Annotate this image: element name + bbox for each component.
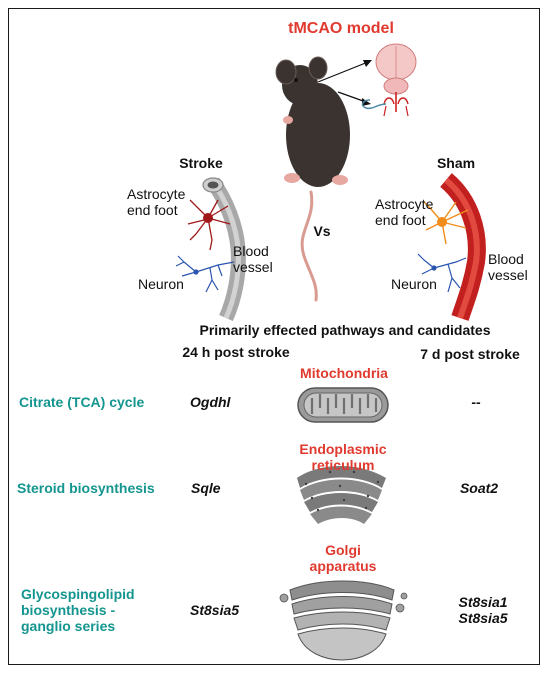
stroke-astrocyte-label-1: Astrocyte [127,186,186,202]
gene-7d-soat2: Soat2 [459,480,499,496]
stroke-title: Stroke [179,155,223,171]
organelle-mitochondria-label: Mitochondria [300,365,388,381]
sham-astrocyte-label-2: end foot [375,212,426,228]
organelle-er-label-1: Endoplasmic [299,441,387,457]
figure-frame [8,8,540,665]
sham-vessel-label-2: vessel [488,267,528,283]
model-title: tMCAO model [288,20,394,37]
sham-astrocyte [423,201,469,245]
sham-title: Sham [436,155,476,171]
gene-24h-sqle: Sqle [191,480,221,496]
stroke-astrocyte-label-2: end foot [127,202,178,218]
mouse-illustration [275,56,350,302]
sham-vessel [439,173,486,321]
organelle-er-label-2: reticulum [311,457,375,473]
pathway-name-glyco-1: Glycospingolipid [21,586,135,602]
er-illustration [297,466,386,524]
stroke-vessel-label-1: Blood [233,243,269,259]
pathway-name-steroid: Steroid biosynthesis [17,480,155,496]
sham-vessel-label-1: Blood [488,251,524,267]
column-header-24h: 24 h post stroke [182,344,290,360]
model-arrows [317,60,372,106]
column-header-7d: 7 d post stroke [420,346,520,362]
sham-neuron-label: Neuron [391,276,437,292]
stroke-vessel [202,177,246,322]
stroke-vessel-label-2: vessel [233,259,273,275]
pathway-name-glyco-2: biosynthesis - [21,602,116,618]
sham-astrocyte-label-1: Astrocyte [375,196,434,212]
stroke-neuron [175,255,235,293]
gene-24h-ogdhl: Ogdhl [190,394,231,410]
gene-24h-st8sia5: St8sia5 [190,602,240,618]
gene-7d-st8sia1: St8sia1 [458,594,508,610]
gene-7d-tca: -- [471,394,481,410]
sham-neuron [417,253,467,293]
pathway-name-tca: Citrate (TCA) cycle [19,394,145,410]
pathway-name-glyco-3: ganglio series [21,618,116,634]
versus-label: Vs [313,223,331,239]
brain-illustration [361,43,417,117]
mitochondria-illustration [297,387,389,423]
stroke-neuron-label: Neuron [138,276,184,292]
pathways-heading: Primarily effected pathways and candidat… [199,322,491,338]
organelle-golgi-label-2: apparatus [309,558,377,574]
organelle-golgi-label-1: Golgi [325,542,361,558]
golgi-illustration [279,580,408,661]
gene-7d-st8sia5: St8sia5 [458,610,508,626]
stroke-astrocyte [187,199,231,251]
